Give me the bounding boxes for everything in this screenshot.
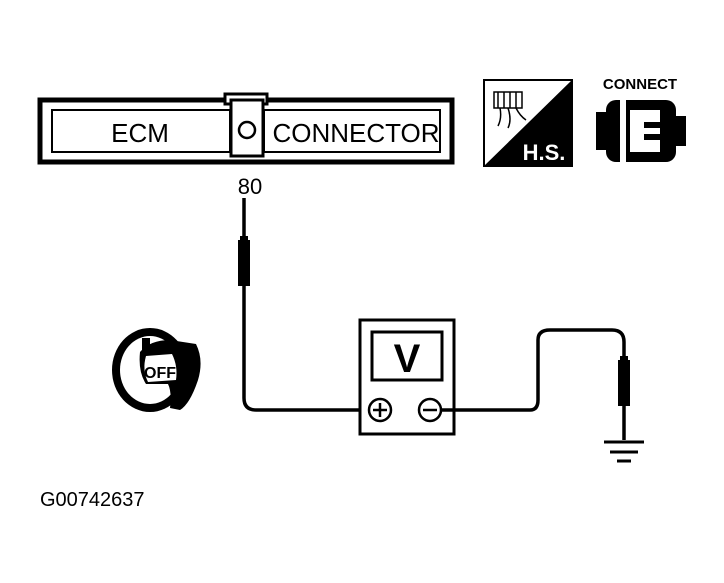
harness-side-icon — [493, 91, 527, 129]
connect-label: CONNECT — [603, 76, 677, 93]
ecm-label: ECM — [111, 118, 169, 148]
ignition-off-label: OFF — [144, 365, 176, 382]
ecm-connector: ECM CONNECTOR — [37, 92, 455, 165]
ignition-key-icon: OFF — [112, 328, 201, 412]
connect-badge: CONNECT — [596, 76, 686, 162]
hs-label: H.S. — [523, 140, 566, 165]
hs-badge: H.S. — [483, 79, 573, 167]
connector-pin-icon — [237, 120, 257, 140]
connector-label: CONNECTOR — [272, 118, 439, 148]
figure-id: G00742637 — [40, 489, 145, 511]
connector-plug-icon — [596, 100, 686, 162]
voltmeter-display: V — [394, 337, 421, 381]
positive-probe-lead — [238, 198, 372, 412]
negative-probe-lead — [441, 328, 630, 440]
ground-icon — [604, 440, 644, 463]
voltmeter: V — [358, 318, 456, 436]
pin-number-label: 80 — [238, 174, 262, 199]
